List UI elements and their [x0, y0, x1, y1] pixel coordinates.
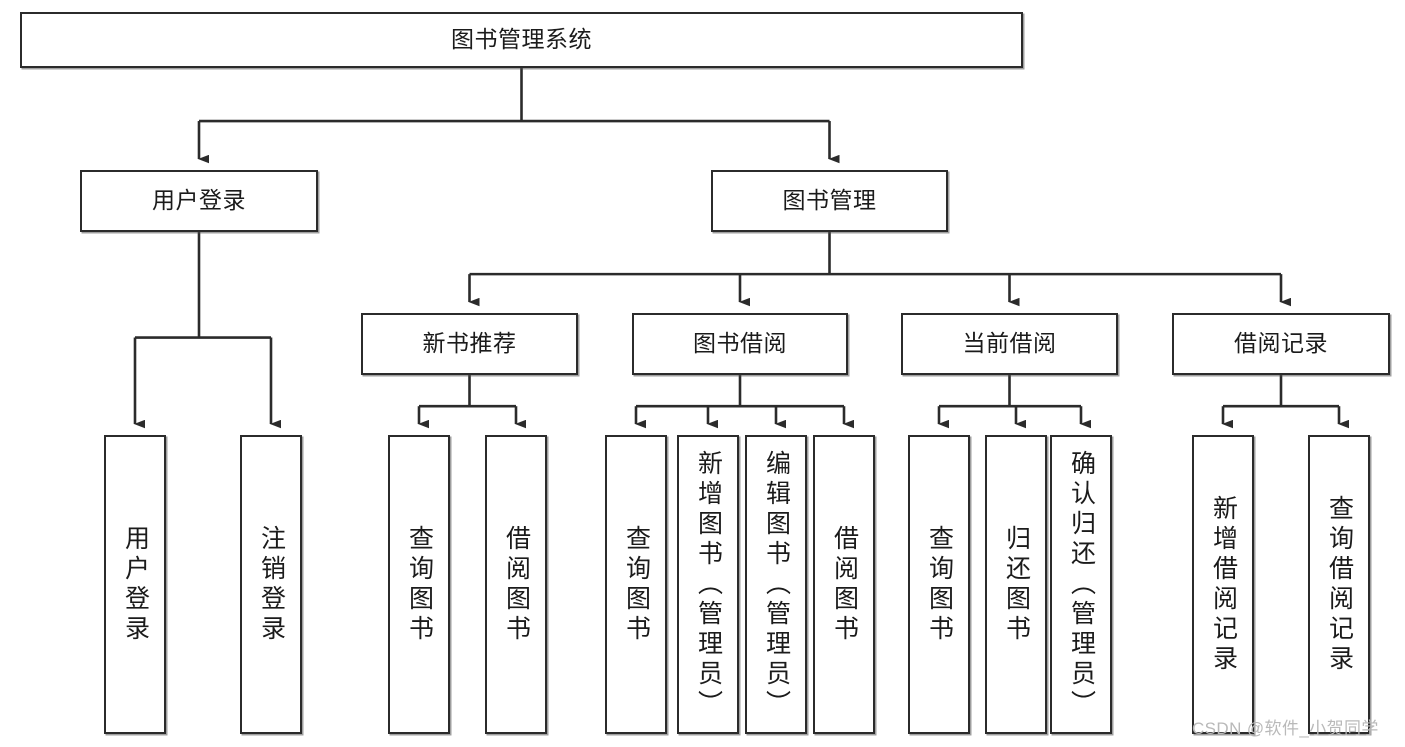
- node-leaf-user-login-label: 用户登录: [121, 524, 150, 645]
- node-new-book-recommend[interactable]: 新书推荐: [361, 313, 578, 375]
- node-leaf-borrow-book-1-label: 借阅图书: [502, 524, 531, 645]
- node-book-borrow[interactable]: 图书借阅: [632, 313, 848, 375]
- node-borrow-record-label: 借阅记录: [1234, 330, 1328, 357]
- node-leaf-add-book-admin[interactable]: 新增图书（管理员）: [677, 435, 739, 734]
- node-leaf-query-book-2[interactable]: 查询图书: [605, 435, 667, 734]
- node-leaf-query-borrow-record[interactable]: 查询借阅记录: [1308, 435, 1370, 734]
- node-leaf-add-borrow-record-label: 新增借阅记录: [1209, 494, 1238, 675]
- node-leaf-query-book-1-label: 查询图书: [405, 524, 434, 645]
- node-leaf-return-book-label: 归还图书: [1002, 524, 1031, 645]
- node-leaf-query-book-1[interactable]: 查询图书: [388, 435, 450, 734]
- node-borrow-record[interactable]: 借阅记录: [1172, 313, 1390, 375]
- node-user-login-label: 用户登录: [152, 187, 246, 214]
- node-leaf-logout-login-label: 注销登录: [257, 524, 286, 645]
- node-leaf-add-book-admin-label: 新增图书（管理员）: [694, 449, 723, 720]
- watermark-credit: CSDN @软件_小贺同学: [1192, 719, 1379, 738]
- node-leaf-logout-login[interactable]: 注销登录: [240, 435, 302, 734]
- node-book-manage-label: 图书管理: [782, 187, 877, 214]
- node-user-login[interactable]: 用户登录: [80, 170, 318, 232]
- node-leaf-borrow-book-2[interactable]: 借阅图书: [813, 435, 875, 734]
- node-leaf-confirm-return-admin-label: 确认归还（管理员）: [1067, 449, 1096, 720]
- node-leaf-query-book-3[interactable]: 查询图书: [908, 435, 970, 734]
- node-book-borrow-label: 图书借阅: [693, 330, 787, 357]
- node-leaf-confirm-return-admin[interactable]: 确认归还（管理员）: [1050, 435, 1112, 734]
- node-leaf-query-borrow-record-label: 查询借阅记录: [1325, 494, 1354, 675]
- node-leaf-add-borrow-record[interactable]: 新增借阅记录: [1192, 435, 1254, 734]
- node-root[interactable]: 图书管理系统: [20, 12, 1023, 68]
- node-book-manage[interactable]: 图书管理: [711, 170, 948, 232]
- node-leaf-edit-book-admin-label: 编辑图书（管理员）: [762, 449, 791, 720]
- node-current-borrow-label: 当前借阅: [962, 330, 1057, 357]
- node-leaf-query-book-2-label: 查询图书: [622, 524, 651, 645]
- node-leaf-query-book-3-label: 查询图书: [925, 524, 954, 645]
- node-leaf-borrow-book-1[interactable]: 借阅图书: [485, 435, 547, 734]
- node-leaf-return-book[interactable]: 归还图书: [985, 435, 1047, 734]
- node-leaf-borrow-book-2-label: 借阅图书: [830, 524, 859, 645]
- node-root-label: 图书管理系统: [451, 26, 592, 53]
- node-leaf-user-login[interactable]: 用户登录: [104, 435, 166, 734]
- node-leaf-edit-book-admin[interactable]: 编辑图书（管理员）: [745, 435, 807, 734]
- node-current-borrow[interactable]: 当前借阅: [901, 313, 1118, 375]
- node-new-book-recommend-label: 新书推荐: [422, 330, 517, 357]
